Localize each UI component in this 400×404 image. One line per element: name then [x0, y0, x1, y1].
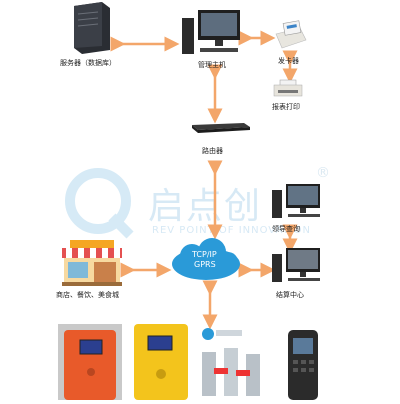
- shops-node: 商店、餐饮、美食城: [56, 238, 136, 300]
- desktop-computer-icon: [272, 248, 320, 282]
- card-reader-icon: [275, 20, 307, 49]
- router-node: 路由器: [192, 120, 252, 160]
- top-up-query-node: 领导查询: [268, 182, 328, 233]
- card-terminal-icon: [134, 324, 188, 400]
- card-terminal-icon: [58, 324, 122, 400]
- report-print-label: 报表打印: [272, 103, 300, 111]
- storefront-icon: [62, 240, 122, 286]
- settlement-center-node: 结算中心: [268, 246, 328, 302]
- top-up-query-label: 领导查询: [272, 225, 300, 233]
- desktop-computer-icon: [182, 10, 240, 54]
- watermark-registered: ®: [316, 165, 330, 181]
- server-tower-icon: [74, 2, 110, 54]
- router-label: 路由器: [202, 147, 223, 155]
- server-label: 服务器（数据库）: [60, 59, 116, 67]
- card-issuer-label: 发卡器: [278, 57, 299, 65]
- watermark-brand: 启点创: [148, 186, 263, 227]
- router-icon: [192, 123, 250, 133]
- report-print-node: 报表打印: [268, 78, 318, 118]
- printer-icon: [273, 79, 303, 97]
- cloud-icon: [172, 238, 240, 280]
- server-node: 服务器（数据库）: [60, 2, 122, 72]
- shops-label: 商店、餐饮、美食城: [56, 291, 119, 299]
- desktop-computer-icon: [272, 184, 320, 218]
- turnstile-icon: [202, 328, 260, 396]
- handheld-pos: [284, 328, 324, 400]
- cloud-line2: GPRS: [194, 260, 216, 269]
- watermark: 启点创 ® REV POINT OF INNOVATION: [60, 165, 350, 245]
- turnstile-gates: [196, 324, 270, 400]
- management-host-label: 管理主机: [198, 61, 226, 69]
- card-issuer-node: 发卡器: [270, 20, 320, 70]
- network-cloud: TCP/IP GPRS: [166, 236, 246, 286]
- handheld-pos-icon: [288, 330, 318, 400]
- watermark-tagline: REV POINT OF INNOVATION: [152, 225, 311, 236]
- yellow-card-terminal: [134, 324, 188, 400]
- watermark-logo-icon: [65, 168, 134, 239]
- settlement-center-label: 结算中心: [276, 291, 304, 299]
- management-host-node: 管理主机: [176, 6, 246, 72]
- orange-card-terminal: [58, 324, 122, 400]
- cloud-line1: TCP/IP: [192, 250, 217, 259]
